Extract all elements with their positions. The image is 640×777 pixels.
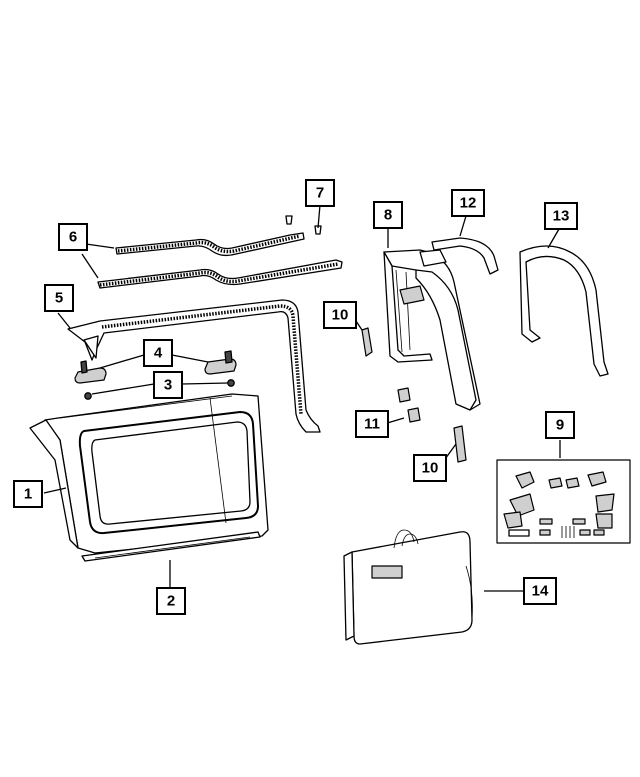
svg-text:3: 3	[164, 377, 172, 394]
part-4-clips	[74, 350, 237, 384]
part-1-quarter-window	[29, 393, 269, 554]
svg-text:2: 2	[167, 593, 175, 610]
part-5-header-seal	[67, 299, 321, 433]
svg-text:11: 11	[364, 416, 380, 433]
svg-text:10: 10	[332, 307, 349, 324]
part-12-upper-strip	[431, 237, 499, 275]
callout-6: 6	[58, 223, 88, 251]
svg-text:1: 1	[24, 486, 32, 503]
callout-7: 7	[305, 179, 335, 207]
callout-1: 1	[13, 480, 43, 508]
svg-text:6: 6	[69, 229, 77, 246]
leader-lines	[43, 204, 561, 592]
callout-5: 5	[44, 284, 74, 312]
callout-8: 8	[373, 201, 403, 229]
svg-text:8: 8	[384, 207, 392, 224]
svg-text:7: 7	[316, 185, 324, 202]
svg-text:13: 13	[553, 208, 570, 225]
part-2-lower-seal	[81, 531, 261, 562]
callout-10-lower: 10	[413, 454, 447, 482]
part-14-storage-bag	[343, 529, 473, 645]
callout-3: 3	[153, 371, 183, 399]
part-6-roof-seals	[97, 232, 343, 289]
part-9-hardware-kit	[496, 459, 631, 544]
callout-11: 11	[355, 410, 389, 438]
callout-14: 14	[523, 577, 557, 605]
part-11-clips	[397, 387, 421, 423]
svg-text:14: 14	[532, 583, 549, 600]
callout-12: 12	[451, 189, 485, 217]
part-13-arch-seal	[519, 245, 609, 377]
part-7-screws	[285, 215, 322, 235]
callout-2: 2	[156, 587, 186, 615]
callout-9: 9	[545, 411, 575, 439]
part-3-fasteners	[84, 379, 235, 400]
svg-text:4: 4	[154, 345, 163, 362]
part-8-door-frame	[383, 249, 481, 411]
callout-4: 4	[143, 339, 173, 367]
callout-10-upper: 10	[323, 301, 357, 329]
svg-text:12: 12	[460, 195, 477, 212]
callout-13: 13	[544, 202, 578, 230]
part-10-brackets	[361, 327, 467, 463]
svg-text:5: 5	[55, 290, 63, 307]
svg-text:10: 10	[422, 460, 439, 477]
svg-text:9: 9	[556, 417, 564, 434]
